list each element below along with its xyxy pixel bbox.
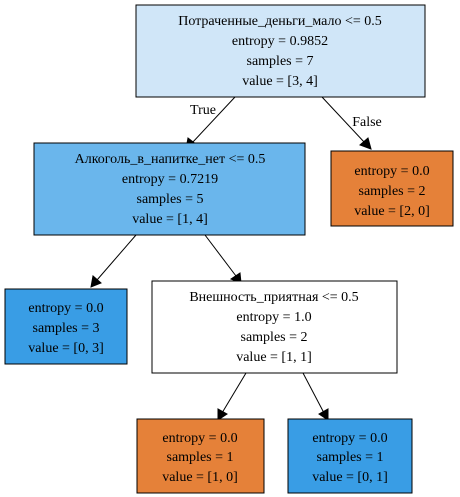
edge-appearance-to-bottom-right (302, 372, 325, 414)
node-false-leaf: entropy = 0.0 samples = 2 value = [2, 0] (330, 150, 454, 227)
node-alcohol-samples: samples = 5 (137, 192, 204, 207)
edge-appearance-to-bottom-left (221, 372, 247, 414)
node-left-leaf: entropy = 0.0 samples = 3 value = [0, 3] (4, 288, 128, 365)
edge-alcohol-to-left-leaf (96, 234, 137, 281)
node-bottom-left-leaf: entropy = 0.0 samples = 1 value = [1, 0] (136, 418, 265, 494)
node-left-leaf-box (4, 288, 128, 365)
node-alcohol-entropy: entropy = 0.7219 (122, 172, 218, 187)
node-left-leaf-entropy: entropy = 0.0 (28, 301, 103, 316)
node-root-box (135, 4, 426, 98)
node-bottom-left-leaf-samples: samples = 1 (167, 450, 234, 465)
edge-label-false: False (352, 115, 382, 130)
edge-label-true: True (190, 103, 216, 118)
node-appearance-samples: samples = 2 (241, 330, 308, 345)
node-root-samples: samples = 7 (247, 54, 314, 69)
node-false-leaf-box (330, 150, 454, 227)
edge-root-to-alcohol (191, 96, 236, 144)
node-false-leaf-entropy: entropy = 0.0 (354, 164, 429, 179)
node-alcohol-box (33, 142, 306, 236)
edge-alcohol-to-appearance (204, 234, 237, 277)
node-false-leaf-samples: samples = 2 (359, 184, 426, 199)
node-bottom-right-leaf-box (287, 418, 413, 494)
node-bottom-right-leaf-entropy: entropy = 0.0 (312, 431, 387, 446)
node-bottom-right-leaf: entropy = 0.0 samples = 1 value = [0, 1] (287, 418, 413, 494)
edge-root-to-false-leaf-arrowhead (359, 137, 372, 150)
node-root-entropy: entropy = 0.9852 (232, 34, 328, 49)
node-bottom-left-leaf-entropy: entropy = 0.0 (162, 431, 237, 446)
edge-appearance-to-bottom-left-arrowhead (217, 408, 228, 421)
node-appearance-value: value = [1, 1] (236, 350, 312, 365)
node-alcohol-value: value = [1, 4] (132, 212, 208, 227)
edge-appearance-to-bottom-right-arrowhead (318, 408, 329, 421)
node-root-value: value = [3, 4] (242, 74, 318, 89)
node-left-leaf-value: value = [0, 3] (28, 341, 104, 356)
edge-root-to-false-leaf (321, 96, 366, 144)
node-alcohol-condition: Алкоголь_в_напитке_нет <= 0.5 (75, 152, 266, 167)
node-false-leaf-value: value = [2, 0] (354, 204, 430, 219)
node-bottom-right-leaf-samples: samples = 1 (317, 450, 384, 465)
node-appearance-condition: Внешность_приятная <= 0.5 (189, 290, 358, 305)
node-root-condition: Потраченные_деньги_мало <= 0.5 (178, 14, 382, 29)
node-bottom-left-leaf-value: value = [1, 0] (162, 470, 238, 485)
node-appearance: Внешность_приятная <= 0.5 entropy = 1.0 … (151, 280, 398, 374)
node-root: Потраченные_деньги_мало <= 0.5 entropy =… (135, 4, 426, 98)
edge-alcohol-to-left-leaf-arrowhead (90, 275, 102, 288)
node-alcohol: Алкоголь_в_напитке_нет <= 0.5 entropy = … (33, 142, 306, 236)
node-left-leaf-samples: samples = 3 (33, 321, 100, 336)
node-appearance-entropy: entropy = 1.0 (236, 310, 311, 325)
node-appearance-box (151, 280, 398, 374)
node-bottom-right-leaf-value: value = [0, 1] (312, 470, 388, 485)
node-bottom-left-leaf-box (136, 418, 265, 494)
